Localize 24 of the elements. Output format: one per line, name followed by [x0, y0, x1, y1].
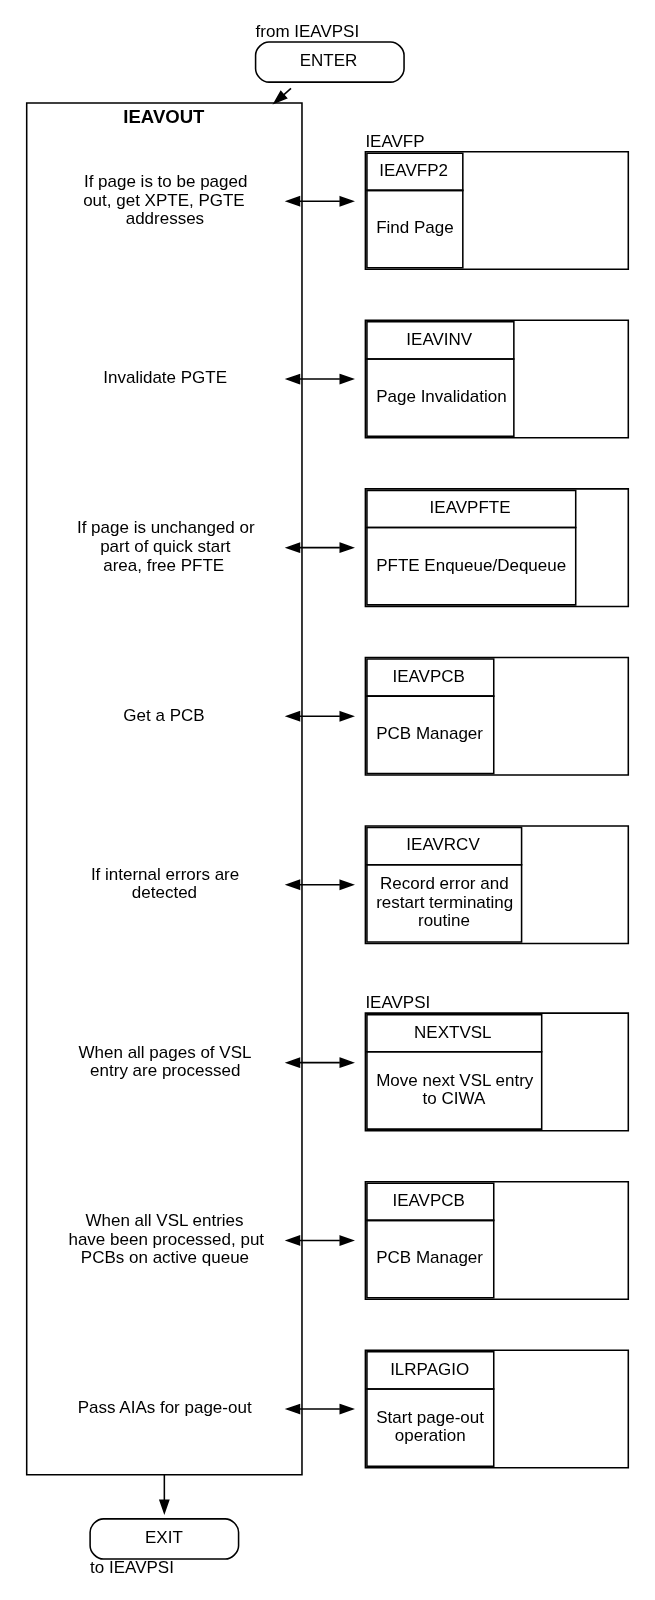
arrow	[158, 1473, 170, 1515]
arrow	[284, 541, 355, 553]
arrow	[284, 710, 355, 722]
arrow	[284, 195, 355, 207]
arrow	[284, 1234, 355, 1246]
arrow	[284, 1403, 355, 1414]
node-box: ENTER	[254, 40, 405, 83]
node-text: When all VSL entries have been processed, put PCBs on active queue	[68, 1210, 265, 1267]
node-text: If page is to be paged out, get XPTE, PGTE addresses	[83, 171, 248, 228]
node-label: to IEAVPSI	[90, 1557, 174, 1577]
node-label: IEAVFP	[365, 131, 425, 151]
arrow	[284, 878, 355, 890]
node-text: If page is unchanged or part of quick start area, free PFTE	[76, 517, 255, 575]
node-label: IEAVPSI	[365, 992, 431, 1012]
arrow	[284, 1056, 355, 1068]
node-box: EXIT	[89, 1517, 240, 1560]
arrow	[284, 373, 355, 384]
node-text: When all pages of VSL entry are processed	[78, 1042, 252, 1080]
node-text: If internal errors are detected	[90, 864, 240, 902]
arrow	[272, 87, 292, 105]
node-text: Invalidate PGTE	[103, 367, 228, 387]
node-label: from IEAVPSI	[255, 21, 360, 41]
node-text: Pass AIAs for page-out	[77, 1397, 252, 1417]
node-text: Get a PCB	[123, 705, 205, 725]
